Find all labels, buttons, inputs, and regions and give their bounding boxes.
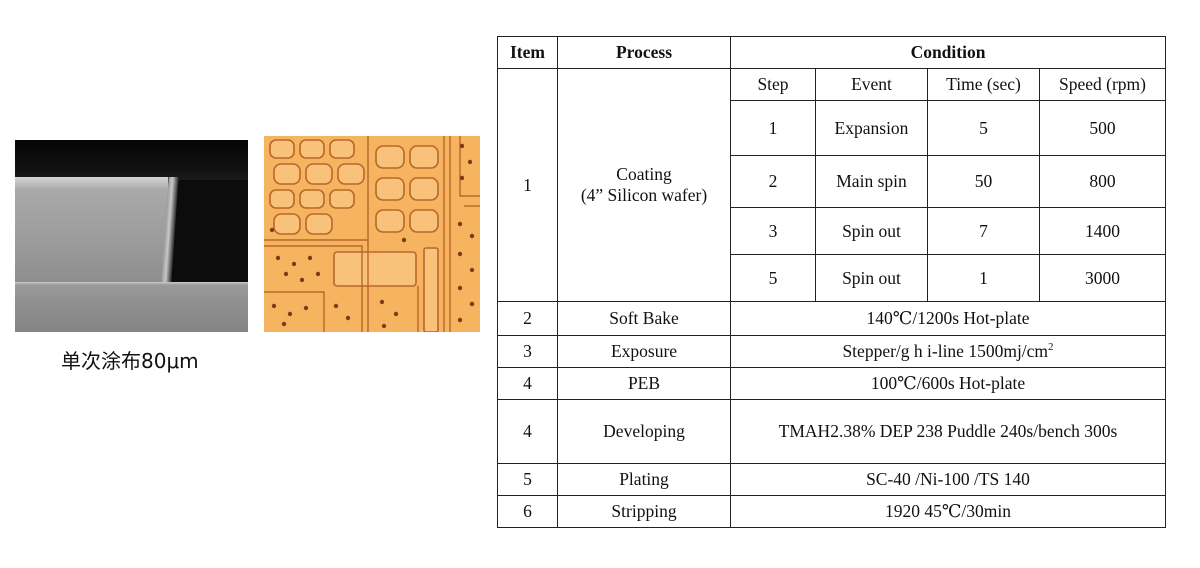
header-condition: Condition: [729, 36, 1167, 69]
condition-cell: Stepper/g h i-line 1500mj/cm2: [729, 335, 1167, 368]
sem-resist-film: [15, 177, 168, 282]
table-row: 5 Spin out 1 3000: [498, 254, 1167, 302]
process-cell: Exposure: [557, 335, 731, 368]
coating-item-cell: 1: [497, 68, 558, 302]
table-row: 4 PEB 100℃/600s Hot-plate: [497, 367, 1167, 400]
coating-process-cell: Coating (4” Silicon wafer): [557, 68, 731, 302]
process-condition-table: Item Process Condition 1 Coating (4” Sil…: [497, 36, 1167, 528]
sem-cross-section-image: [15, 140, 248, 332]
step-cell: 1: [730, 100, 816, 156]
speed-cell: 1400: [1038, 207, 1167, 255]
table-row: 2 Soft Bake 140℃/1200s Hot-plate: [497, 301, 1167, 336]
step-cell: 5: [730, 254, 816, 302]
subheader-event: Event: [815, 68, 928, 101]
header-process: Process: [557, 36, 731, 69]
table-header-row: Item Process Condition: [497, 36, 1167, 69]
sem-caption: 单次涂布80μm: [61, 349, 199, 373]
item-cell: 2: [497, 301, 558, 336]
item-cell: 4: [497, 399, 558, 464]
table-row: 1 Expansion 5 500: [498, 100, 1167, 156]
table-row: 3 Spin out 7 1400: [498, 207, 1167, 255]
speed-cell: 3000: [1038, 254, 1167, 302]
step-cell: 2: [730, 155, 816, 208]
subheader-speed: Speed (rpm): [1038, 68, 1167, 101]
header-item: Item: [497, 36, 558, 69]
event-cell: Spin out: [815, 207, 928, 255]
event-cell: Main spin: [815, 155, 928, 208]
item-cell: 3: [497, 335, 558, 368]
table-row: 5 Plating SC-40 /Ni-100 /TS 140: [497, 463, 1167, 496]
condition-cell: 1920 45℃/30min: [729, 495, 1167, 528]
coating-process-line1: Coating: [616, 164, 672, 184]
event-cell: Spin out: [815, 254, 928, 302]
table-row: 2 Main spin 50 800: [498, 155, 1167, 208]
step-cell: 3: [730, 207, 816, 255]
process-cell: Plating: [557, 463, 731, 496]
condition-cell: 140℃/1200s Hot-plate: [729, 301, 1167, 336]
condition-cell: SC-40 /Ni-100 /TS 140: [729, 463, 1167, 496]
coating-process-line2: (4” Silicon wafer): [580, 185, 708, 205]
sem-substrate: [15, 282, 248, 332]
time-cell: 50: [927, 155, 1040, 208]
condition-cell: TMAH2.38% DEP 238 Puddle 240s/bench 300s: [729, 399, 1167, 464]
speed-cell: 500: [1038, 100, 1167, 156]
sem-background: [15, 140, 248, 180]
process-cell: Developing: [557, 399, 731, 464]
table-subheader-row: 1 Coating (4” Silicon wafer) Step Event …: [497, 68, 1167, 302]
table-row: 4 Developing TMAH2.38% DEP 238 Puddle 24…: [497, 399, 1167, 464]
subheader-step: Step: [730, 68, 816, 101]
table-row: 3 Exposure Stepper/g h i-line 1500mj/cm2: [497, 335, 1167, 368]
item-cell: 5: [497, 463, 558, 496]
process-cell: PEB: [557, 367, 731, 400]
condition-cell: 100℃/600s Hot-plate: [729, 367, 1167, 400]
process-cell: Soft Bake: [557, 301, 731, 336]
item-cell: 6: [497, 495, 558, 528]
item-cell: 4: [497, 367, 558, 400]
table-row: 6 Stripping 1920 45℃/30min: [497, 495, 1167, 528]
event-cell: Expansion: [815, 100, 928, 156]
condition-superscript: 2: [1048, 341, 1054, 354]
time-cell: 1: [927, 254, 1040, 302]
time-cell: 7: [927, 207, 1040, 255]
condition-text: Stepper/g h i-line 1500mj/cm: [842, 341, 1049, 361]
speed-cell: 800: [1038, 155, 1167, 208]
process-cell: Stripping: [557, 495, 731, 528]
optical-microscope-image: [264, 136, 480, 332]
subheader-time: Time (sec): [927, 68, 1040, 101]
time-cell: 5: [927, 100, 1040, 156]
